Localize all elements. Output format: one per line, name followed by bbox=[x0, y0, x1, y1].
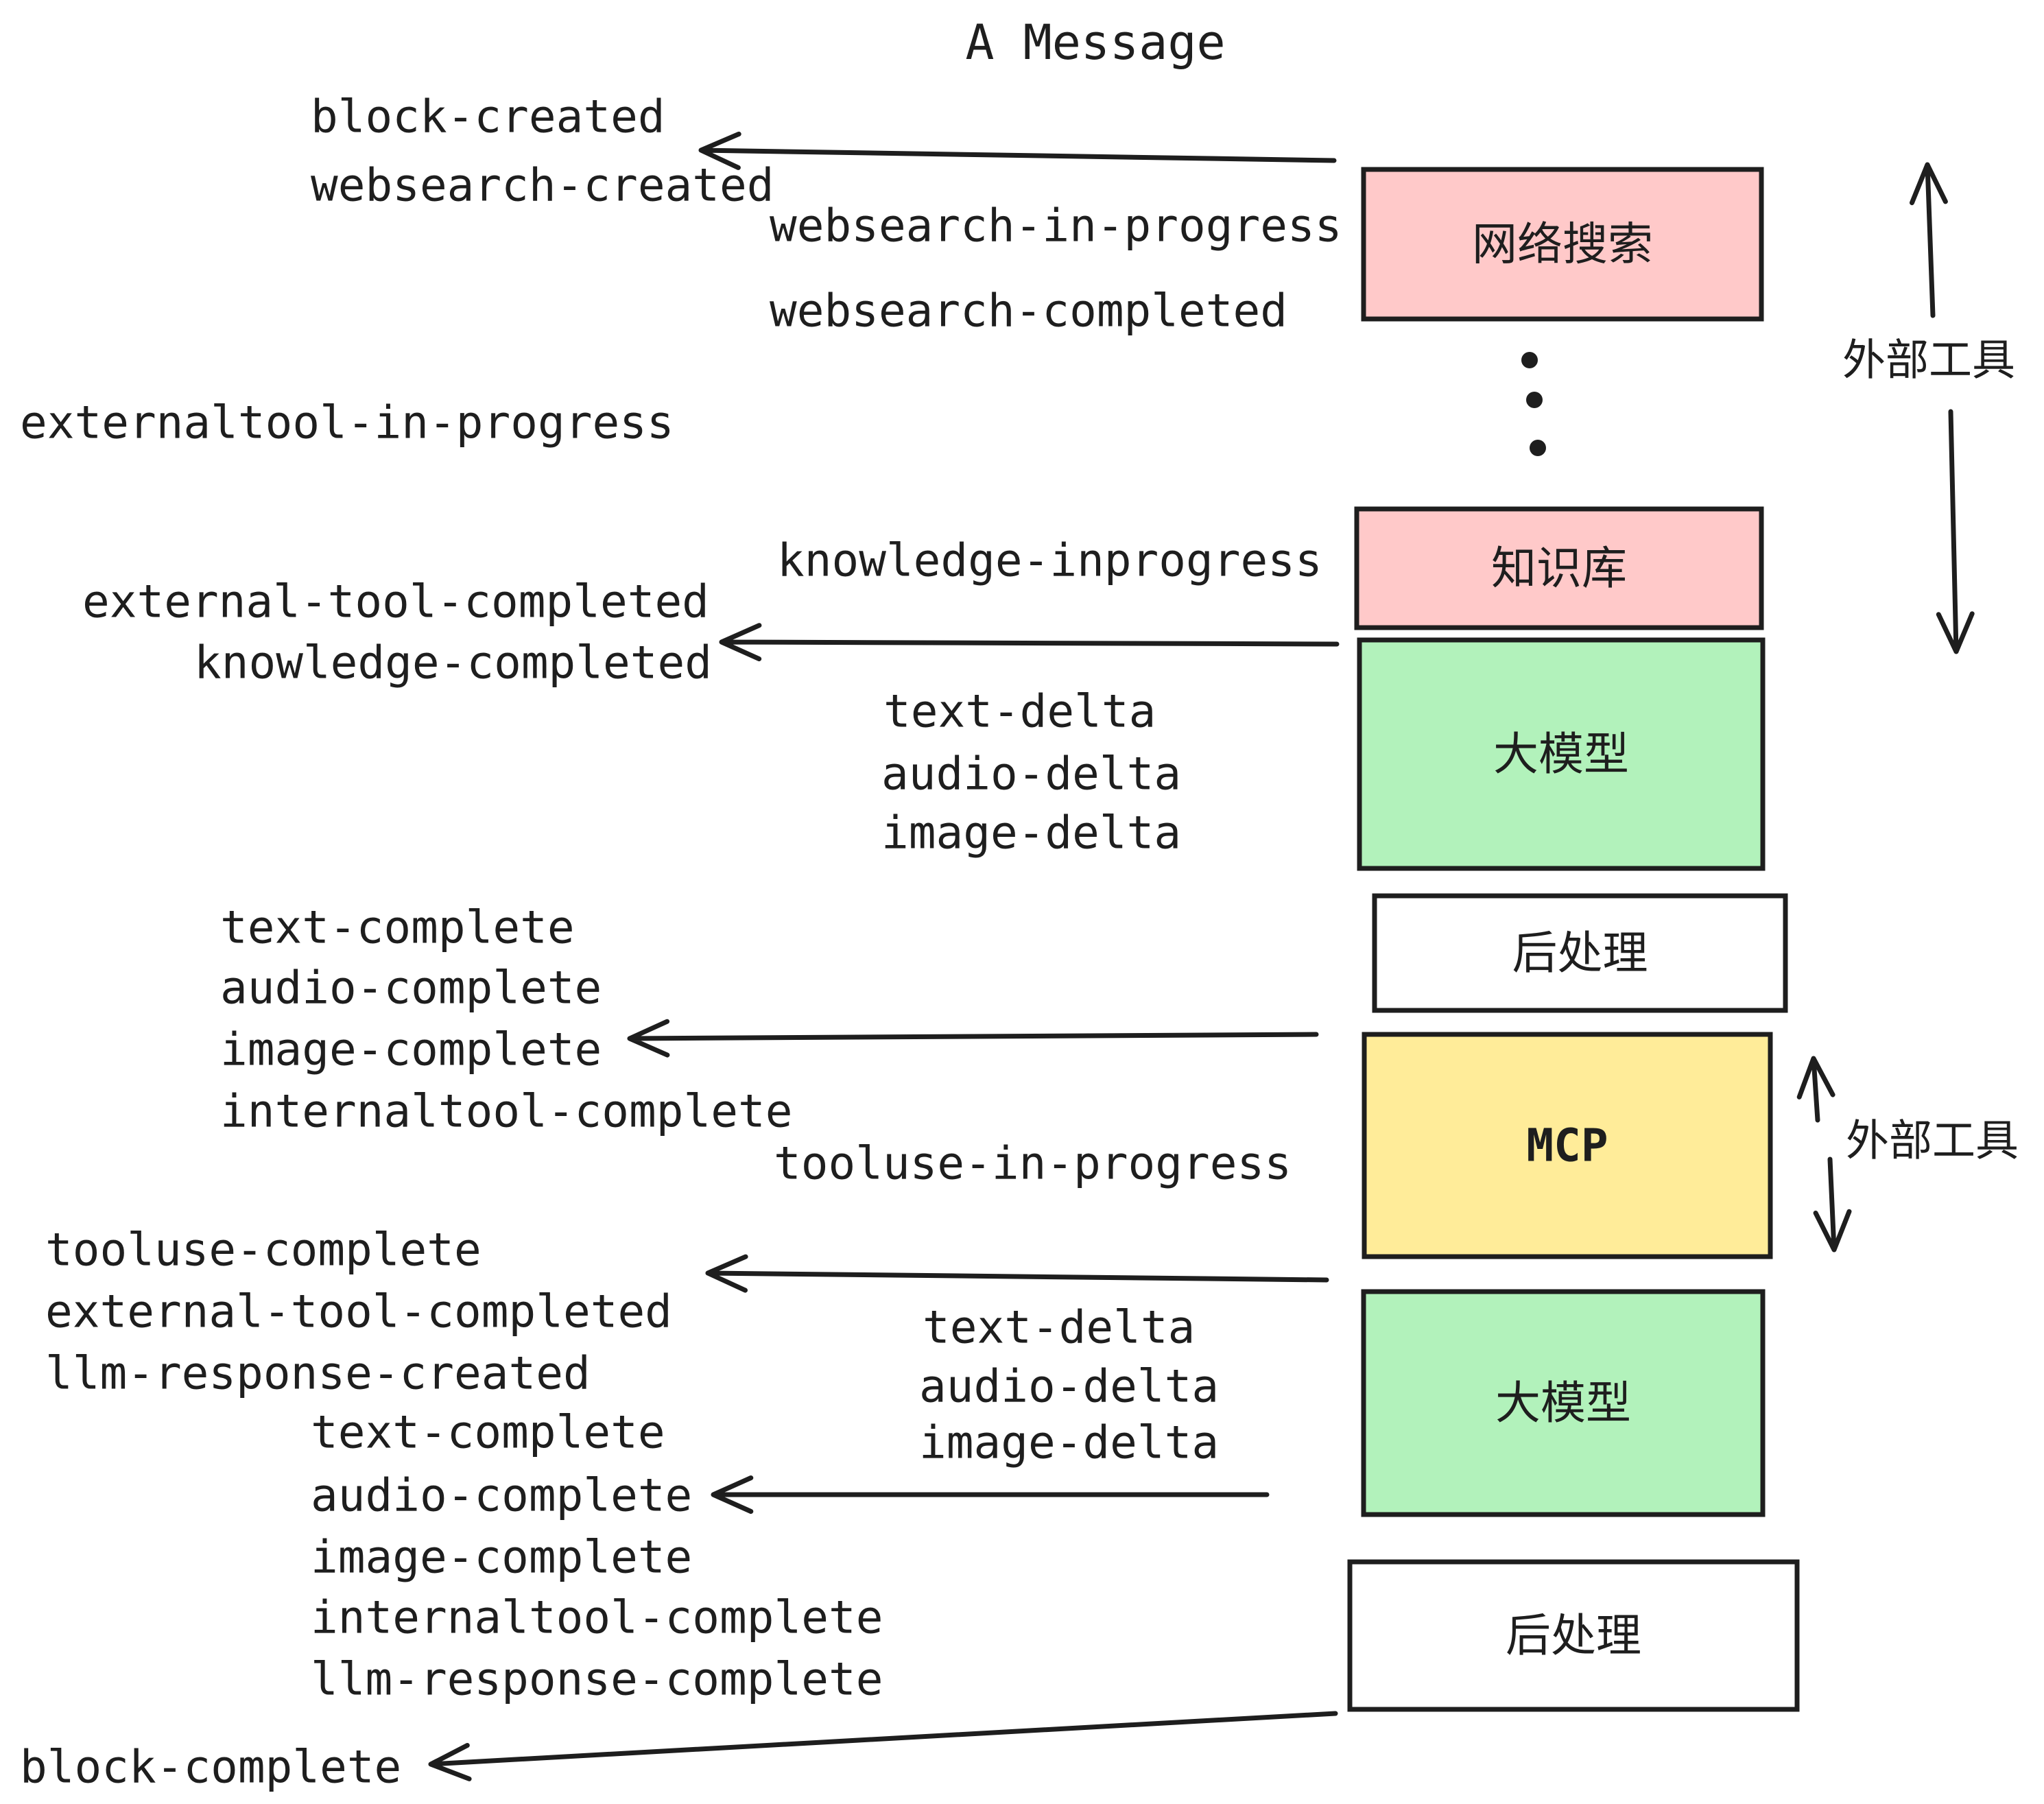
event-audio-delta-2: audio-delta bbox=[919, 1360, 1219, 1413]
event-block-complete: block-complete bbox=[20, 1741, 401, 1794]
event-websearch-in-progress: websearch-in-progress bbox=[770, 200, 1342, 252]
event-text-complete-2: text-complete bbox=[311, 1406, 665, 1459]
event-image-complete-2: image-complete bbox=[311, 1531, 692, 1584]
event-external-tool-completed-2: external-tool-completed bbox=[45, 1285, 672, 1338]
event-image-delta-1: image-delta bbox=[881, 807, 1181, 859]
external-tools-label-1: 外部工具 bbox=[1842, 335, 2015, 385]
event-knowledge-completed: knowledge-completed bbox=[194, 637, 712, 689]
arrow-to-block-complete bbox=[428, 1711, 1338, 1781]
external-tools-up-arrow-2 bbox=[1796, 1056, 1835, 1123]
external-tools-down-arrow-2 bbox=[1813, 1156, 1852, 1253]
event-tooluse-in-progress: tooluse-in-progress bbox=[774, 1137, 1292, 1190]
event-knowledge-inprogress: knowledge-inprogress bbox=[777, 534, 1322, 587]
external-tools-down-arrow-1 bbox=[1936, 409, 1975, 654]
arrow-to-image-complete bbox=[627, 1019, 1319, 1058]
event-text-delta-1: text-delta bbox=[883, 685, 1156, 738]
mcp-box-label: MCP bbox=[1526, 1119, 1608, 1172]
event-audio-delta-1: audio-delta bbox=[881, 748, 1181, 800]
event-externaltool-in-progress: externaltool-in-progress bbox=[20, 396, 674, 449]
event-llm-response-complete: llm-response-complete bbox=[311, 1653, 883, 1706]
event-internaltool-complete-1: internaltool-complete bbox=[220, 1085, 792, 1138]
event-image-complete-1: image-complete bbox=[220, 1023, 602, 1076]
arrow-to-audio-complete bbox=[711, 1475, 1270, 1514]
event-external-tool-completed-1: external-tool-completed bbox=[82, 575, 709, 628]
ellipsis-dot-1 bbox=[1521, 352, 1538, 368]
knowledge-base-box-label: 知识库 bbox=[1491, 542, 1627, 595]
ellipsis-dot-3 bbox=[1530, 440, 1546, 456]
llm-box-2-label: 大模型 bbox=[1495, 1377, 1631, 1429]
arrow-to-knowledge-completed bbox=[719, 623, 1340, 662]
mcp-box bbox=[1362, 1032, 1773, 1259]
event-image-delta-2: image-delta bbox=[919, 1416, 1219, 1469]
page-title: A Message bbox=[965, 14, 1225, 71]
external-tools-up-arrow-1 bbox=[1910, 162, 1948, 318]
event-audio-complete-2: audio-complete bbox=[311, 1469, 692, 1522]
event-text-delta-2: text-delta bbox=[923, 1301, 1195, 1354]
event-websearch-created: websearch-created bbox=[311, 159, 774, 212]
llm-box-2 bbox=[1361, 1289, 1766, 1517]
event-audio-complete-1: audio-complete bbox=[220, 962, 602, 1014]
llm-box-1 bbox=[1357, 637, 1766, 871]
event-llm-response-created: llm-response-created bbox=[45, 1347, 591, 1400]
external-tools-label-2: 外部工具 bbox=[1846, 1116, 2019, 1166]
event-text-complete-1: text-complete bbox=[220, 901, 575, 954]
event-websearch-completed: websearch-completed bbox=[770, 285, 1287, 337]
event-block-created: block-created bbox=[311, 91, 665, 143]
post-process-box-1-label: 后处理 bbox=[1512, 927, 1648, 980]
ellipsis-dot-2 bbox=[1526, 392, 1543, 408]
knowledge-base-box bbox=[1354, 506, 1764, 630]
llm-box-1-label: 大模型 bbox=[1493, 728, 1629, 781]
event-internaltool-complete-2: internaltool-complete bbox=[311, 1591, 883, 1644]
arrow-to-external-tool-completed bbox=[705, 1254, 1329, 1293]
event-tooluse-complete: tooluse-complete bbox=[45, 1224, 482, 1277]
arrow-to-block-created bbox=[698, 131, 1337, 170]
post-process-box-2 bbox=[1347, 1559, 1800, 1712]
websearch-box-label: 网络搜索 bbox=[1472, 218, 1653, 271]
post-process-box-2-label: 后处理 bbox=[1506, 1609, 1641, 1662]
post-process-box-1 bbox=[1372, 893, 1788, 1013]
websearch-box bbox=[1361, 167, 1764, 322]
